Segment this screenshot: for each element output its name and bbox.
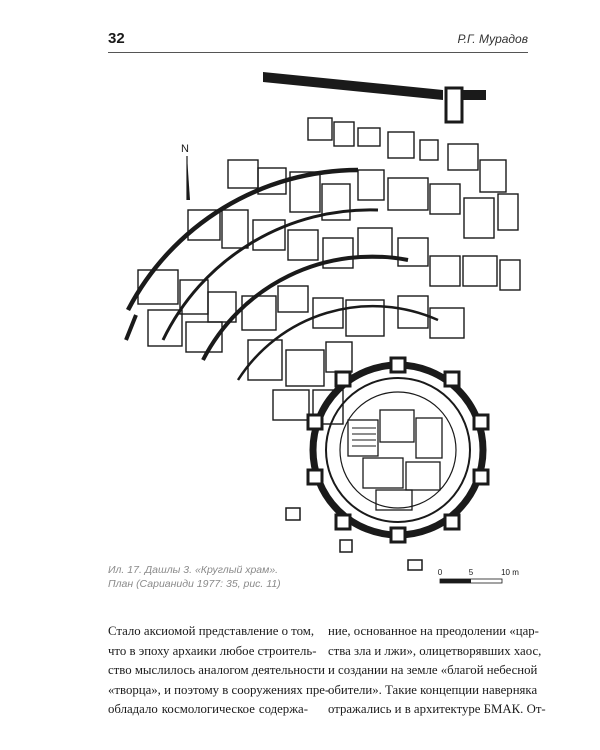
- round-temple: [306, 356, 490, 544]
- north-arrow: N: [181, 143, 190, 200]
- page-number: 32: [108, 30, 125, 47]
- header-rule: [108, 52, 528, 53]
- caption-line-1: Ил. 17. Дашлы 3. «Круглый храм».: [108, 564, 279, 576]
- body-line: ние, основанное на преодолении «цар-: [328, 624, 539, 638]
- body-line: «творца», и поэтому в сооружениях пре-: [108, 682, 330, 697]
- scale-label-0: 0: [438, 568, 443, 577]
- body-line: обладало космологическое содержа-: [108, 702, 308, 716]
- body-line: ства зла и лжи», олицетворявших хаос,: [328, 643, 542, 658]
- archaeological-plan: N: [124, 72, 521, 571]
- temple-stairs: [352, 427, 376, 447]
- body-column-left: Стало аксиомой представление о том, что …: [108, 622, 330, 720]
- scale-bar: 0 5 10 m: [438, 568, 519, 584]
- page-header: 32 Р.Г. Мурадов: [108, 28, 528, 50]
- north-label: N: [181, 143, 189, 155]
- body-column-right: ние, основанное на преодолении «цар- ств…: [328, 622, 546, 720]
- temple-inner-rooms: [347, 409, 443, 511]
- body-line: отражались и в архитектуре БМАК. От-: [328, 702, 546, 716]
- body-line: Стало аксиомой представление о том,: [108, 624, 315, 638]
- body-line: и создании на земле «благой небесной: [328, 663, 538, 677]
- running-head: Р.Г. Мурадов: [457, 32, 528, 46]
- north-wall: [263, 72, 486, 124]
- scale-label-10: 10 m: [501, 568, 519, 577]
- body-text: Стало аксиомой представление о том, что …: [108, 622, 546, 732]
- scale-label-5: 5: [469, 568, 474, 577]
- caption-line-2: План (Сарианиди 1977: 35, рис. 11): [108, 577, 281, 590]
- temple-towers: [306, 356, 490, 544]
- outlying-fragments: [285, 507, 423, 571]
- body-line: обители». Такие концепции наверняка: [328, 682, 538, 697]
- room-blocks: [137, 117, 521, 425]
- body-line: ство мыслилось аналогом деятельности: [108, 663, 325, 677]
- figure-caption: Ил. 17. Дашлы 3. «Круглый храм». План (С…: [108, 564, 318, 591]
- body-line: что в эпоху архаики любое строитель-: [108, 643, 317, 658]
